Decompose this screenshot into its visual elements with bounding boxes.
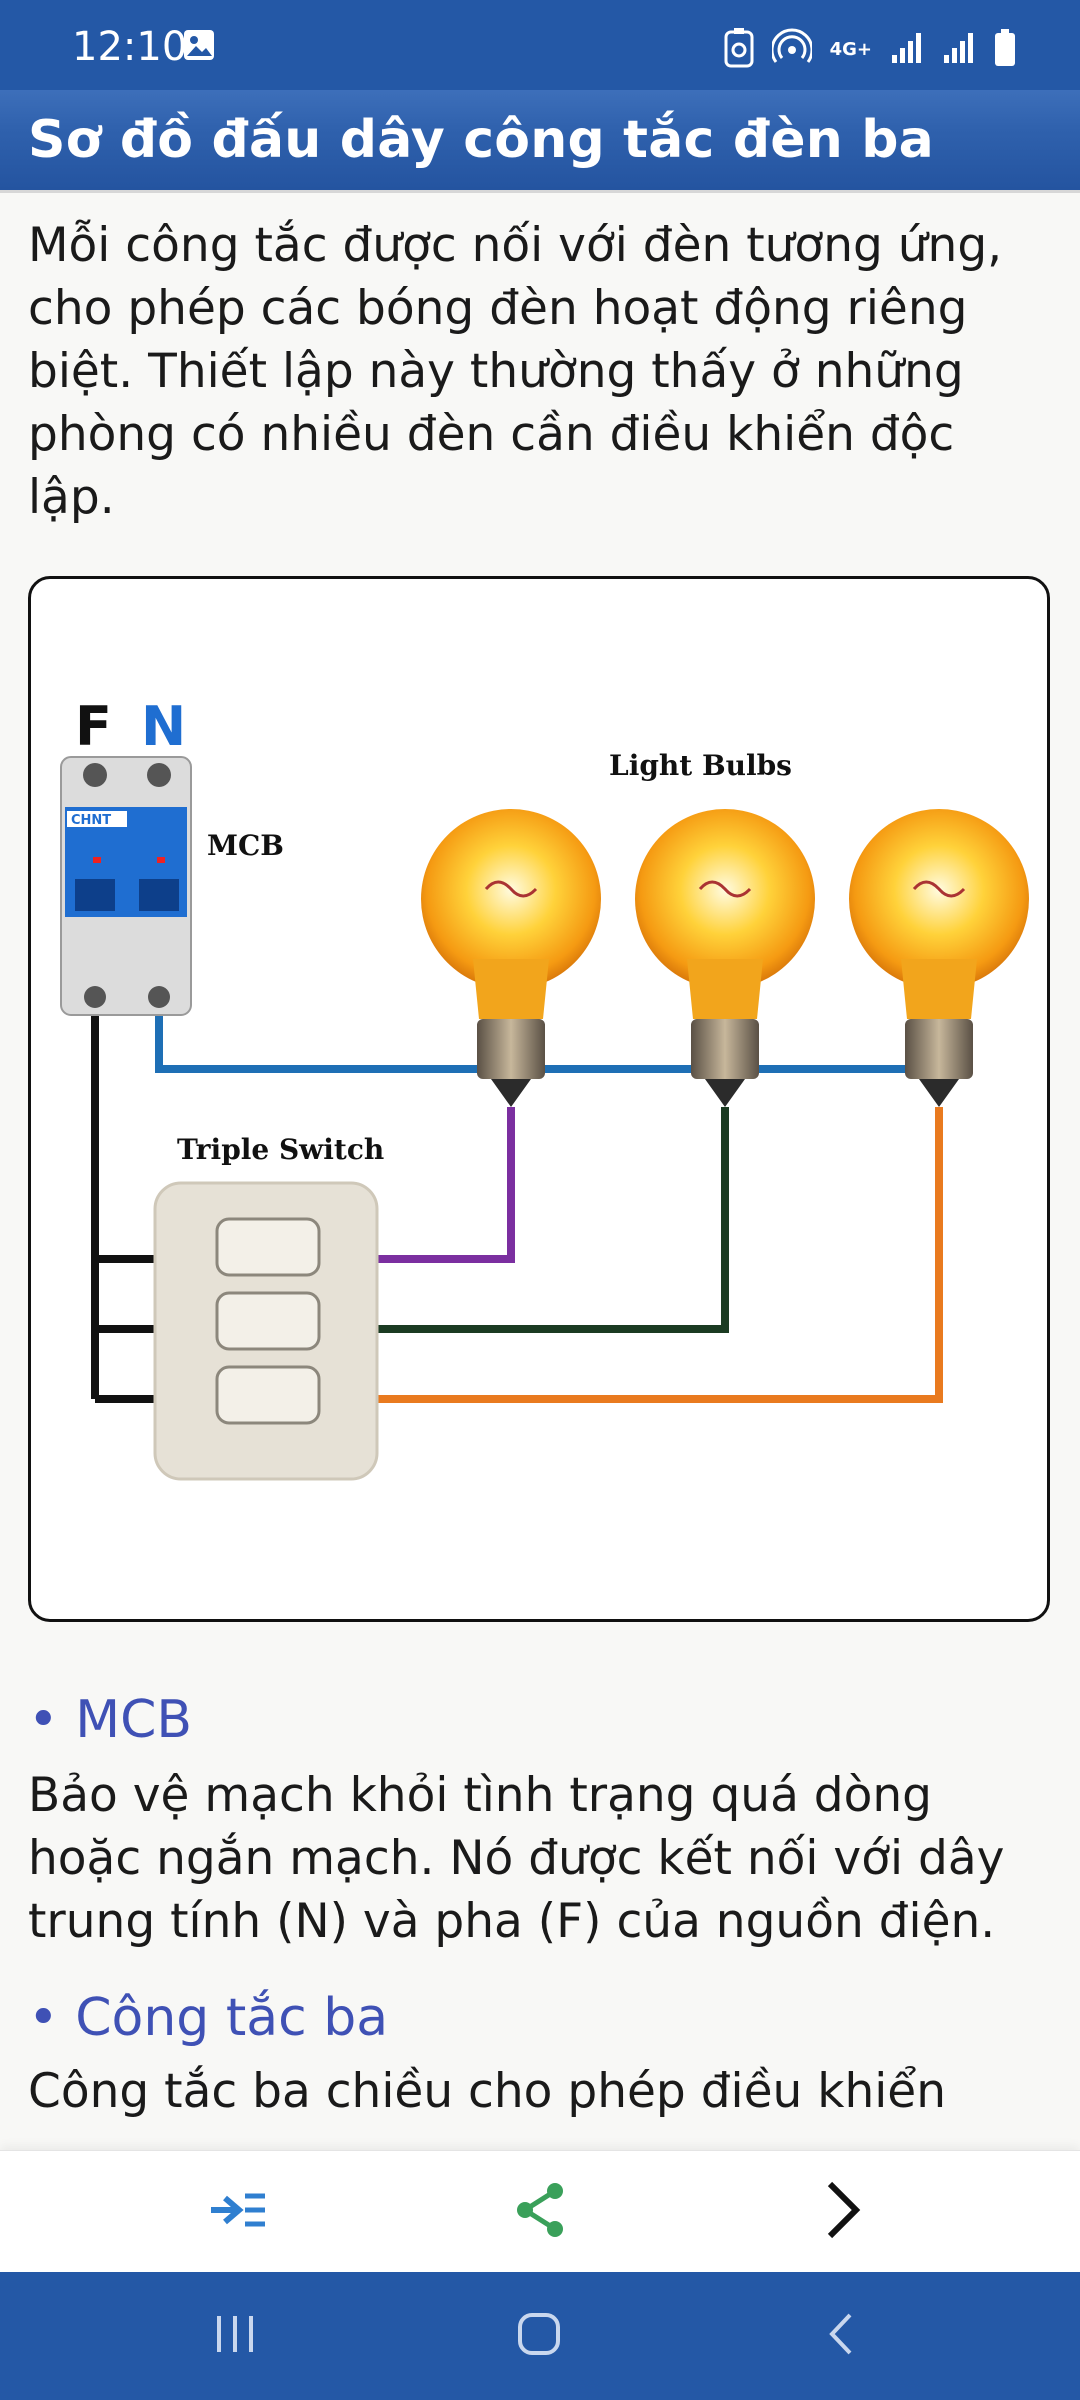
intro-line: Mỗi công tắc được nối với đèn tương ứng, — [28, 218, 1003, 273]
section-heading-mcb: • MCB — [28, 1690, 193, 1750]
image-icon — [182, 28, 216, 66]
section-heading-triple-switch: • Công tắc ba — [28, 1988, 389, 2048]
title-bar: Sơ đồ đấu dây công tắc đèn ba — [0, 90, 1080, 193]
intro-line: phòng có nhiều đèn cần điều khiển độc — [28, 407, 955, 462]
share-icon — [513, 2181, 567, 2243]
mcb-breaker: CHNT — [60, 756, 192, 1016]
breaker-brand: CHNT — [71, 813, 111, 828]
recent-apps-button[interactable] — [190, 2304, 280, 2368]
network-type: 4G+ — [829, 39, 872, 60]
chevron-right-icon — [822, 2180, 862, 2244]
light-bulb — [421, 809, 601, 1107]
intro-line: lập. — [28, 470, 115, 525]
battery-icon — [994, 29, 1016, 71]
system-nav-bar — [0, 2272, 1080, 2400]
section-line: trung tính (N) và pha (F) của nguồn điện… — [28, 1894, 996, 1949]
home-icon — [516, 2311, 562, 2361]
signal-icon — [942, 31, 976, 69]
signal-icon — [890, 31, 924, 69]
indent-button[interactable] — [198, 2177, 278, 2247]
intro-line: biệt. Thiết lập này thường thấy ở những — [28, 344, 964, 399]
section-line: hoặc ngắn mạch. Nó được kết nối với dây — [28, 1831, 1005, 1886]
section-line: Bảo vệ mạch khỏi tình trạng quá dòng — [28, 1768, 933, 1823]
light-bulb — [635, 809, 815, 1107]
hotspot-icon — [770, 28, 814, 72]
triple-switch — [153, 1181, 379, 1481]
recent-apps-icon — [213, 2312, 257, 2360]
label-f: F — [75, 695, 112, 758]
label-triple-switch: Triple Switch — [177, 1133, 384, 1166]
page-title: Sơ đồ đấu dây công tắc đèn ba — [28, 110, 934, 170]
indent-icon — [209, 2190, 267, 2234]
neutral-wire — [155, 989, 939, 1073]
intro-line: cho phép các bóng đèn hoạt động riêng — [28, 281, 968, 336]
next-button[interactable] — [802, 2177, 882, 2247]
share-button[interactable] — [500, 2177, 580, 2247]
section-line: Công tắc ba chiều cho phép điều khiển — [28, 2064, 946, 2119]
bulb2-wire — [371, 1107, 729, 1333]
recycle-icon — [724, 28, 754, 72]
intro-paragraph: Mỗi công tắc được nối với đèn tương ứng,… — [28, 214, 1048, 529]
home-button[interactable] — [494, 2304, 584, 2368]
section-body-mcb: Bảo vệ mạch khỏi tình trạng quá dòng hoặ… — [28, 1764, 1058, 1953]
bulb1-wire — [371, 1107, 515, 1263]
status-time: 12:10 — [72, 24, 188, 70]
section-body-triple-switch: Công tắc ba chiều cho phép điều khiển — [28, 2060, 1058, 2123]
label-light-bulbs: Light Bulbs — [609, 749, 792, 782]
bulb3-wire — [371, 1107, 943, 1403]
wiring-diagram-image: CHNT F N MCB Light Bulbs — [28, 576, 1050, 1622]
article-content[interactable]: Mỗi công tắc được nối với đèn tương ứng,… — [0, 190, 1080, 2150]
bottom-toolbar — [0, 2150, 1080, 2273]
status-bar: 12:10 4G+ — [0, 0, 1080, 90]
label-mcb: MCB — [207, 829, 284, 862]
back-button[interactable] — [796, 2304, 886, 2368]
back-icon — [826, 2311, 856, 2361]
label-n: N — [141, 695, 186, 758]
light-bulb — [849, 809, 1029, 1107]
